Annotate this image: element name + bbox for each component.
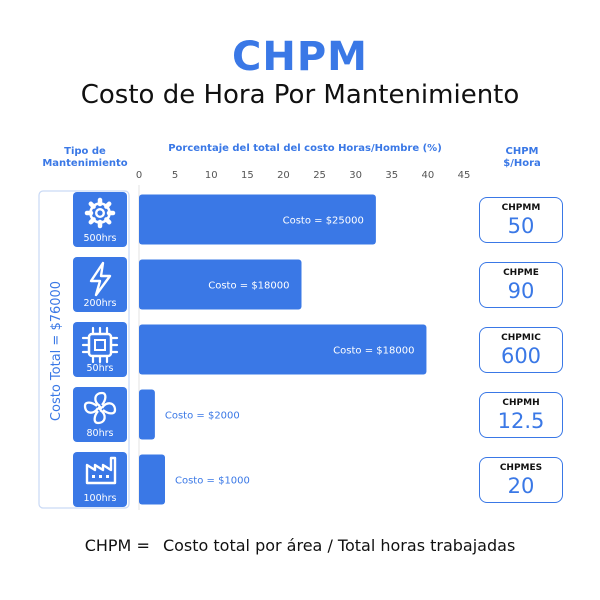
chpm-card-value: 600: [500, 344, 542, 368]
x-tick-label: 25: [313, 170, 326, 181]
chip-icon: [81, 326, 119, 364]
axis-title: Porcentaje del total del costo Horas/Hom…: [168, 143, 442, 154]
x-tick-label: 5: [172, 170, 178, 181]
category-row: 50hrs Costo = $18000: [73, 322, 427, 377]
cost-data-label: Costo = $2000: [165, 411, 240, 422]
factory-icon: [85, 456, 117, 485]
fan-icon: [83, 391, 117, 425]
bar: [139, 324, 427, 375]
type-header-line1: Tipo de: [64, 146, 106, 157]
hours-label: 50hrs: [87, 363, 114, 374]
x-tick-label: 40: [422, 170, 435, 181]
cost-data-label: Costo = $1000: [175, 476, 250, 487]
x-tick-label: 15: [241, 170, 254, 181]
page-title: CHPM: [232, 34, 368, 80]
bar: [139, 454, 165, 505]
category-row: 200hrs Costo = $18000: [73, 257, 302, 312]
x-tick-label: 0: [136, 170, 142, 181]
chpm-card-value: 12.5: [497, 409, 545, 433]
chpm-header-line1: CHPM: [505, 146, 539, 157]
x-tick-label: 45: [458, 170, 471, 181]
chpm-column-header: CHPM $/Hora: [490, 146, 554, 170]
hours-label: 100hrs: [83, 493, 116, 504]
chpm-card-label: CHPMIC: [501, 333, 541, 343]
chpm-header-line2: $/Hora: [503, 158, 541, 169]
total-cost-bracket: [38, 190, 130, 509]
chpm-card-value: 20: [507, 474, 535, 498]
gear-icon: [84, 197, 116, 229]
cost-data-label: Costo = $18000: [333, 346, 414, 357]
type-column-header: Tipo de Mantenimiento: [40, 146, 130, 170]
total-cost-label: Costo Total = $76000: [49, 281, 64, 421]
bar: [139, 259, 302, 310]
category-tile: [73, 387, 127, 442]
hours-label: 500hrs: [83, 233, 116, 244]
x-tick-label: 35: [385, 170, 398, 181]
x-tick-label: 10: [205, 170, 218, 181]
chpm-card-label: CHPMH: [502, 398, 540, 408]
page-subtitle: Costo de Hora Por Mantenimiento: [80, 80, 520, 110]
bar: [139, 194, 376, 245]
formula-right: Costo total por área / Total horas traba…: [162, 536, 516, 555]
chpm-card-label: CHPMES: [499, 463, 543, 473]
category-row: 100hrs Costo = $1000: [73, 452, 250, 507]
hours-label: 200hrs: [83, 298, 116, 309]
chpm-card-label: CHPME: [503, 268, 539, 278]
x-tick-label: 20: [277, 170, 290, 181]
chpm-card-value: 90: [507, 279, 535, 303]
x-axis: 0 5 10 15 20 25 30 35 40 45: [136, 170, 471, 510]
category-row: 80hrs Costo = $2000: [73, 387, 240, 442]
chpm-card-label: CHPMM: [501, 203, 541, 213]
formula: CHPM = Costo total por área / Total hora…: [0, 536, 600, 555]
category-tile: [73, 192, 127, 247]
lightning-icon: [89, 261, 112, 297]
hours-label: 80hrs: [87, 428, 114, 439]
x-tick-label: 30: [349, 170, 362, 181]
cost-data-label: Costo = $18000: [208, 281, 289, 292]
chpm-card-value: 50: [507, 214, 535, 238]
formula-left: CHPM =: [84, 536, 150, 555]
category-row: 500hrs Costo = $25000: [73, 192, 376, 247]
cost-data-label: Costo = $25000: [283, 216, 364, 227]
bar: [139, 389, 155, 440]
type-header-line2: Mantenimiento: [42, 158, 128, 169]
